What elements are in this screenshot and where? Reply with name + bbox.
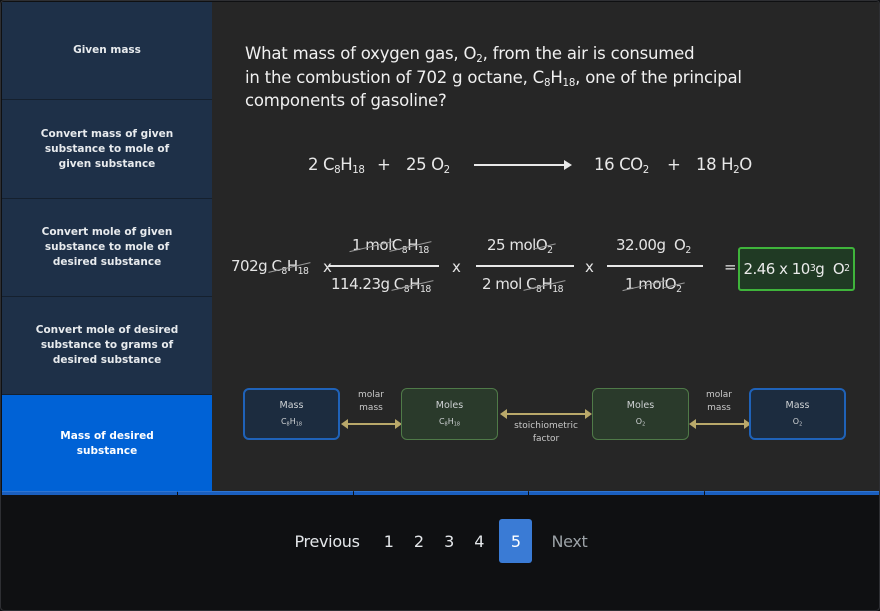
sidebar-item-mole-to-mole[interactable]: Convert mole of given substance to mole … (2, 199, 212, 297)
plus-sign: + (667, 155, 681, 174)
factor3-denominator: 1 molO2 (625, 275, 682, 295)
product-co2: 16 CO2 (594, 155, 649, 177)
progress-segment (2, 491, 177, 495)
sidebar-item-mass-desired[interactable]: Mass of desired substance (2, 395, 212, 492)
previous-button[interactable]: Previous (294, 531, 360, 551)
node-title: Mass (785, 400, 810, 411)
page-5-button[interactable]: 5 (499, 519, 533, 563)
node-title: Mass (279, 400, 304, 411)
multiply-sign: x (585, 258, 594, 276)
factor3-numerator: 32.00g O2 (616, 236, 691, 256)
double-arrow-icon (341, 419, 402, 429)
page-4-button[interactable]: 4 (474, 531, 485, 551)
page-1-button[interactable]: 1 (383, 531, 394, 551)
node-formula: C8H18 (438, 417, 461, 428)
reaction-arrow-icon (474, 160, 572, 170)
node-formula: O2 (792, 417, 803, 428)
sidebar-item-mole-to-grams[interactable]: Convert mole of desired substance to gra… (2, 297, 212, 395)
factor2-denominator: 2 mol C8H18 (482, 275, 564, 295)
progress-segment (353, 491, 529, 495)
main-panel: What mass of oxygen gas, O2, from the ai… (212, 2, 879, 492)
equals-sign: = (724, 258, 737, 276)
next-button[interactable]: Next (551, 531, 588, 551)
step-progress-bar (2, 491, 879, 495)
flow-node-moles-oxygen: Moles O2 (592, 388, 689, 440)
flow-node-mass-octane: Mass C8H18 (243, 388, 340, 440)
node-title: Moles (435, 400, 464, 411)
pagination: Previous 1 2 3 4 5 Next (1, 519, 879, 563)
fraction-bar (476, 265, 574, 267)
question-text: What mass of oxygen gas, O2, from the ai… (245, 44, 742, 110)
given-quantity: 702g C8H18 (231, 257, 309, 277)
node-formula: O2 (635, 417, 646, 428)
double-arrow-icon (689, 419, 751, 429)
progress-segment (705, 491, 879, 495)
dimensional-analysis: 702g C8H18 x 1 molC8H18 114.23g C8H18 x … (212, 227, 879, 302)
balanced-equation: 2 C8H18 + 25 O2 16 CO2 + 18 H2O (212, 152, 879, 182)
progress-segment (177, 491, 353, 495)
reactant-octane: 2 C8H18 (308, 155, 365, 177)
double-arrow-icon (500, 409, 592, 419)
fraction-bar (607, 265, 703, 267)
node-title: Moles (626, 400, 655, 411)
sidebar-item-label: Given mass (73, 44, 141, 56)
sidebar-item-label: Convert mole of desired substance to gra… (35, 324, 179, 366)
factor1-denominator: 114.23g C8H18 (331, 275, 431, 295)
plus-sign: + (377, 155, 391, 174)
page-3-button[interactable]: 3 (444, 531, 455, 551)
progress-segment (529, 491, 705, 495)
step-sidebar: Given mass Convert mass of given substan… (2, 2, 212, 492)
sidebar-item-label: Mass of desired substance (60, 429, 154, 457)
sidebar-item-given-mass[interactable]: Given mass (2, 2, 212, 100)
multiply-sign: x (452, 258, 461, 276)
fraction-bar (329, 265, 439, 267)
factor2-numerator: 25 molO2 (487, 236, 553, 256)
multiply-sign: x (323, 258, 332, 276)
sidebar-item-label: Convert mole of given substance to mole … (41, 226, 173, 268)
flow-node-mass-oxygen: Mass O2 (749, 388, 846, 440)
sidebar-item-mass-to-mole[interactable]: Convert mass of given substance to mole … (2, 100, 212, 199)
product-water: 18 H2O (696, 155, 752, 177)
factor1-numerator: 1 molC8H18 (352, 236, 429, 256)
reactant-oxygen: 25 O2 (406, 155, 450, 177)
flow-node-moles-octane: Moles C8H18 (401, 388, 498, 440)
node-formula: C8H18 (280, 417, 303, 428)
page-2-button[interactable]: 2 (413, 531, 425, 551)
sidebar-item-label: Convert mass of given substance to mole … (40, 127, 174, 170)
